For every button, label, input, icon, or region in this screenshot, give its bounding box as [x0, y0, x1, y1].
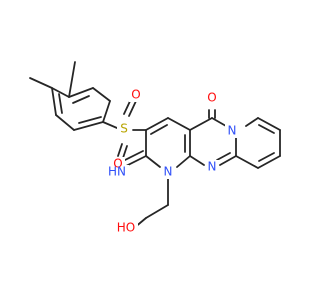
- atom-label-o-sulfonyl-bottom: O: [113, 157, 122, 171]
- bond: [258, 124, 275, 134]
- atom-label-n-ring-upper: N: [228, 124, 237, 138]
- bond: [189, 117, 213, 131]
- bonds: [29, 61, 281, 229]
- bond: [68, 61, 76, 98]
- bond: [211, 117, 227, 127]
- bond: [55, 114, 75, 131]
- bond: [145, 155, 161, 168]
- bond: [145, 117, 169, 131]
- atom-label-masks: [105, 88, 239, 235]
- bond: [216, 152, 231, 161]
- bond: [92, 87, 111, 102]
- bond: [58, 93, 63, 114]
- bond: [102, 100, 111, 123]
- bond: [189, 155, 205, 166]
- bond: [29, 77, 53, 89]
- bond: [73, 121, 104, 131]
- bond: [258, 152, 275, 162]
- atom-label-oh: HO: [117, 221, 135, 235]
- bond: [150, 124, 168, 135]
- bond: [78, 116, 102, 124]
- bond: [145, 204, 169, 219]
- atom-label-o-carbonyl: O: [207, 91, 216, 105]
- bond: [51, 87, 70, 98]
- bond: [257, 117, 281, 131]
- atom-label-n-ring-middle: N: [164, 165, 173, 179]
- bond: [51, 87, 57, 116]
- bond: [102, 121, 118, 129]
- atom-label-n-imine: HN: [108, 165, 126, 179]
- bond: [219, 155, 237, 166]
- bond: [167, 117, 191, 131]
- bond: [72, 95, 90, 104]
- atom-label-s: S: [120, 122, 128, 136]
- bond: [257, 155, 281, 169]
- atom-label-o-sulfonyl-top: O: [131, 88, 140, 102]
- molecule-canvas: S O O O N N N HN HO: [29, 61, 281, 235]
- bond: [176, 155, 191, 168]
- atom-label-n-ring-lower: N: [208, 160, 217, 174]
- bond: [245, 117, 259, 127]
- molecule-structure: S O O O N N N HN HO: [29, 61, 281, 235]
- atom-labels: S O O O N N N HN HO: [108, 88, 236, 235]
- bond: [68, 87, 94, 98]
- bond: [122, 145, 128, 159]
- bond: [128, 100, 137, 117]
- bond: [117, 143, 123, 157]
- bond: [235, 155, 259, 169]
